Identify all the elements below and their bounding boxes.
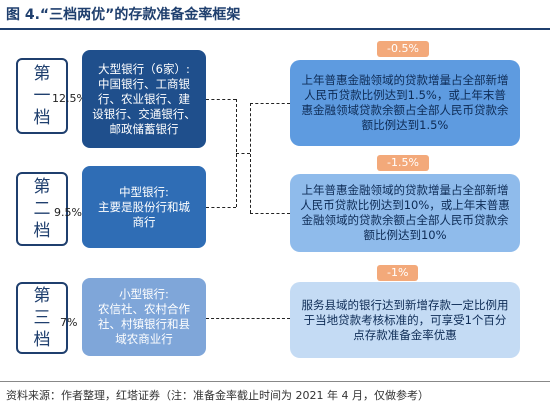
tier-3-bank-line-1: 小型银行: — [119, 287, 169, 301]
tier-3-bank-box: 小型银行: 农信社、农村合作 社、村镇银行和县 域农商业行 — [82, 278, 206, 356]
tier-3-reduction-badge: -1% — [377, 265, 419, 281]
tier-1-condition-box: 上年普惠金融领域的贷款增量占全部新增人民币贷款比例达到1.5%，或上年末普惠金融… — [290, 60, 520, 146]
tier-1-reduction-badge: -0.5% — [377, 41, 429, 57]
tier-1-bank-line-3: 行、农业银行、建 — [98, 91, 190, 106]
tier-2-bank-box: 中型银行: 主要是股份行和城 商行 — [82, 166, 206, 248]
connector-condition-1 — [250, 103, 290, 104]
tier-1-char-1: 第 — [33, 64, 51, 84]
tier-2-char-2: 二 — [33, 199, 51, 219]
tier-3-bank-line-2: 农信社、农村合作 — [98, 302, 190, 316]
tier-1-bank-line-5: 邮政储蓄银行 — [109, 121, 179, 136]
tier-3-condition-box: 服务县域的银行达到新增存款一定比例用于当地贷款考核标准的，可享受1个百分点存款准… — [290, 282, 520, 358]
tier-3-char-1: 第 — [33, 286, 51, 306]
tier-1-label: 第 一 档 — [16, 58, 68, 134]
tier-2-label: 第 二 档 — [16, 172, 68, 246]
tier-3-char-2: 三 — [33, 308, 51, 328]
tier-3-label: 第 三 档 — [16, 282, 68, 354]
source-note: 资料来源：作者整理，红塔证券（注：准备金率截止时间为 2021 年 4 月，仅做… — [6, 389, 429, 402]
tier-3-rate: 7% — [60, 316, 78, 329]
tier-2-bank-line-1: 中型银行: — [119, 184, 169, 199]
title-bar: 图 4.“三档两优”的存款准备金率框架 — [0, 0, 550, 30]
tier-2-char-1: 第 — [33, 177, 51, 197]
tier-3-char-3: 档 — [33, 330, 51, 350]
tier-1-bank-line-2: 中国银行、工商银 — [98, 76, 190, 91]
connector-tier-3 — [206, 318, 290, 319]
tier-3-bank-line-3: 社、村镇银行和县 — [98, 317, 190, 331]
tier-2-rate: 9.5% — [54, 206, 82, 219]
tier-2-bank-line-2: 主要是股份行和城 — [98, 199, 190, 214]
tier-3-bank-line-4: 域农商业行 — [115, 332, 173, 346]
tier-2-char-3: 档 — [33, 221, 51, 241]
figure-title: 图 4.“三档两优”的存款准备金率框架 — [6, 7, 241, 23]
tier-2-reduction-badge: -1.5% — [377, 155, 429, 171]
source-divider — [0, 381, 550, 382]
tier-1-char-3: 档 — [33, 108, 51, 128]
connector-condition-2 — [250, 213, 290, 214]
connector-condition-vertical — [250, 103, 251, 213]
tier-2-bank-line-3: 商行 — [132, 214, 156, 229]
tier-1-rate: 12.5% — [52, 92, 87, 105]
tier-1-bank-line-1: 大型银行（6家）: — [98, 61, 190, 76]
connector-tier-2-bank — [206, 207, 236, 208]
tier-1-bank-box: 大型银行（6家）: 中国银行、工商银 行、农业银行、建 设银行、交通银行、 邮政… — [82, 50, 206, 148]
tier-1-char-2: 一 — [33, 86, 51, 106]
connector-bracket-mid — [236, 153, 250, 154]
connector-tier-1-bank — [206, 99, 236, 100]
tier-2-condition-box: 上年普惠金融领域的贷款增量占全部新增人民币贷款比例达到10%，或上年末普惠金融领… — [290, 174, 520, 252]
tier-1-bank-line-4: 设银行、交通银行、 — [92, 106, 196, 121]
